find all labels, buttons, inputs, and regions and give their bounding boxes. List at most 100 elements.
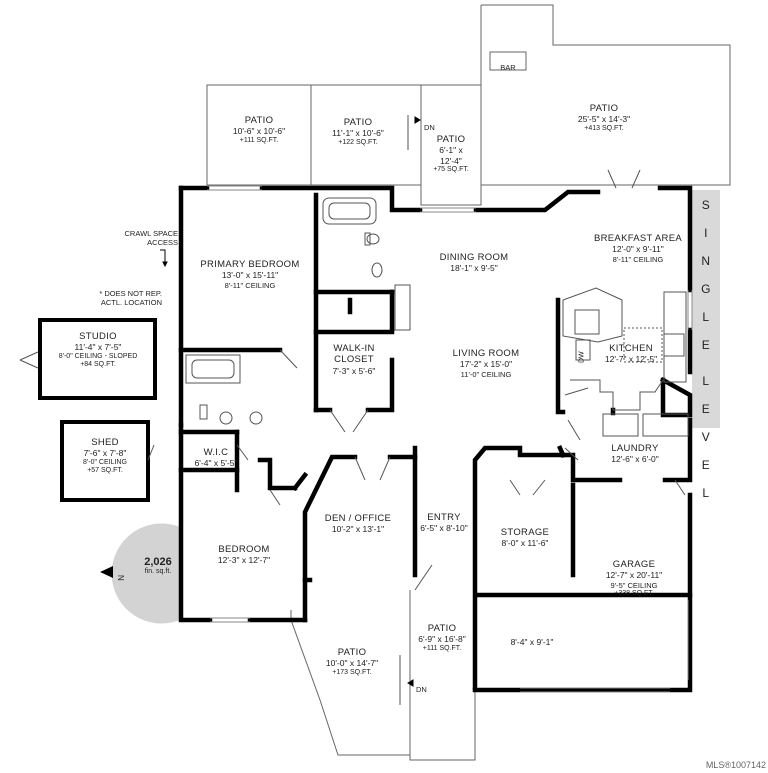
compass-arrow [100, 566, 113, 578]
windows [207, 185, 693, 693]
patio-e-area: +111 SQ.FT. [422, 644, 462, 652]
patio-f-name: PATIO [337, 647, 367, 658]
storage-label: STORAGE 8'-0" x 11'-6" [482, 527, 568, 549]
not-rep-line2: ACTL. LOCATION [100, 298, 162, 307]
not-rep-label: * DOES NOT REP. ACTL. LOCATION [84, 289, 162, 307]
kitchen-label: KITCHEN 12'-7" x 12'-5" [590, 343, 672, 365]
patio-c-dim1: 6'-1" x [439, 145, 463, 156]
laundry-label: LAUNDRY 12'-6" x 6'-0" [595, 443, 675, 465]
garage-area: +338 SQ.FT. [614, 589, 654, 597]
kitchen-name: KITCHEN [609, 343, 653, 354]
arrows [160, 116, 421, 687]
door-swings [19, 169, 686, 591]
patio-c-dim2: 12'-4" [440, 155, 462, 166]
laundry-name: LAUNDRY [611, 443, 659, 454]
crawl-space-line2: ACCESS [147, 238, 178, 247]
total-area-circle [111, 523, 180, 624]
patio-a-label: PATIO 10'-6" x 10'-6" +111 SQ.FT. [208, 115, 310, 145]
den-office-dim: 10'-2" x 13'-1" [331, 524, 385, 535]
patio-a-name: PATIO [244, 115, 274, 126]
single-level-band [692, 190, 720, 428]
walk-in-closet-label: WALK-IN CLOSET 7'-3" x 5'-6" [318, 343, 390, 376]
entry-name: ENTRY [427, 512, 461, 523]
dn-bottom-text: DN [416, 685, 427, 694]
primary-bedroom-dim: 13'-0" x 15'-11" [221, 270, 279, 281]
living-room-label: LIVING ROOM 17'-2" x 15'-0" 11'-0" CEILI… [424, 348, 548, 379]
entry-dim: 6'-5" x 8'-10" [420, 523, 468, 534]
laundry-dim: 12'-6" x 6'-0" [611, 454, 659, 465]
dining-room-dim: 18'-1" x 9'-5" [450, 263, 498, 274]
compass-letter: N [117, 566, 127, 585]
level-letter: L [702, 374, 710, 388]
studio-dim: 11'-4" x 7'-5" [74, 342, 122, 353]
patio-e-label: PATIO 6'-9" x 16'-8" +111 SQ.FT. [410, 623, 474, 653]
storage-dim: 8'-0" x 11'-6" [501, 538, 549, 549]
patio-c-area: +75 SQ.FT. [433, 165, 469, 173]
level-letter: E [701, 458, 711, 472]
walls [178, 185, 693, 693]
bedroom-label: BEDROOM 12'-3" x 12'-7" [192, 544, 296, 566]
primary-bedroom-ceiling: 8'-11" CEILING [224, 280, 276, 290]
level-letter: G [701, 282, 711, 296]
primary-bedroom-label: PRIMARY BEDROOM 13'-0" x 15'-11" 8'-11" … [185, 259, 315, 290]
studio-ceiling: 8'-0" CEILING - SLOPED [58, 352, 138, 360]
level-letter: I [704, 226, 708, 240]
shed-label: SHED 7'-6" x 7'-8" 8'-0" CEILING +57 SQ.… [62, 437, 148, 475]
patio-c-name: PATIO [436, 134, 466, 145]
wic-label: W.I.C 6'-4" x 5'-5" [184, 447, 248, 469]
breakfast-area-name: BREAKFAST AREA [594, 233, 682, 244]
dining-room-label: DINING ROOM 18'-1" x 9'-5" [420, 252, 528, 274]
storage-name: STORAGE [500, 527, 550, 538]
den-office-name: DEN / OFFICE [324, 513, 392, 524]
shed-ceiling: 8'-0" CEILING [83, 458, 127, 466]
wic-name: W.I.C [203, 447, 229, 458]
walk-in-closet-dim: 7'-3" x 5'-6" [332, 365, 376, 376]
living-room-name: LIVING ROOM [452, 348, 520, 359]
level-letter: L [702, 486, 710, 500]
studio-label: STUDIO 11'-4" x 7'-5" 8'-0" CEILING - SL… [42, 331, 154, 369]
patio-a-dim: 10'-6" x 10'-6" [232, 126, 286, 137]
level-letter: N [701, 254, 711, 268]
patio-d-name: PATIO [589, 103, 619, 114]
dining-room-name: DINING ROOM [439, 252, 509, 263]
shed-area: +57 SQ.FT. [87, 466, 123, 474]
mls-watermark: MLS®1007142 [690, 754, 766, 773]
walk-in-closet-name1: WALK-IN [333, 343, 375, 354]
patio-b-name: PATIO [343, 117, 373, 128]
patio-f-dim: 10'-0" x 14'-7" [325, 658, 379, 669]
dn-bottom-label: DN [416, 678, 440, 697]
breakfast-area-label: BREAKFAST AREA 12'-0" x 9'-11" 8'-11" CE… [576, 233, 700, 264]
level-letter: V [701, 430, 711, 444]
patio-a-area: +111 SQ.FT. [239, 136, 279, 144]
total-area: 2,026 fin. sq.ft. [134, 556, 182, 575]
bar-label: BAR [491, 56, 525, 75]
wic-dim: 6'-4" x 5'-5" [194, 458, 238, 469]
studio-name: STUDIO [79, 331, 117, 342]
patio-d-area: +413 SQ.FT. [584, 124, 624, 132]
dw-text: DW [578, 351, 586, 364]
dw-label: DW [577, 344, 589, 363]
shed-dim: 7'-6" x 7'-8" [83, 448, 127, 459]
crawl-space-line1: CRAWL SPACE [124, 229, 178, 238]
level-letter: E [701, 402, 711, 416]
outbuildings [38, 318, 157, 502]
kitchen-dim: 12'-7" x 12'-5" [604, 354, 658, 365]
living-room-ceiling: 11'-0" CEILING [460, 369, 512, 379]
total-area-value: 2,026 [144, 556, 172, 568]
garage-sub-label: 8'-4" x 9'-1" [488, 631, 576, 650]
patio-d-label: PATIO 25'-5" x 14'-3" +413 SQ.FT. [548, 103, 660, 133]
patio-b-area: +122 SQ.FT. [338, 138, 378, 146]
breakfast-area-dim: 12'-0" x 9'-11" [612, 244, 664, 255]
dn-top-text: DN [424, 123, 435, 132]
level-letter: S [701, 198, 711, 212]
studio-area: +84 SQ.FT. [80, 360, 116, 368]
garage-label: GARAGE 12'-7" x 20'-11" 9'-5" CEILING +3… [582, 559, 686, 598]
shed-name: SHED [91, 437, 119, 448]
patio-d-dim: 25'-5" x 14'-3" [577, 114, 631, 125]
garage-dim: 12'-7" x 20'-11" [605, 570, 663, 581]
bedroom-dim: 12'-3" x 12'-7" [217, 555, 271, 566]
level-letter: L [702, 310, 710, 324]
bar-text: BAR [500, 63, 516, 72]
north-letter: N [117, 574, 127, 581]
